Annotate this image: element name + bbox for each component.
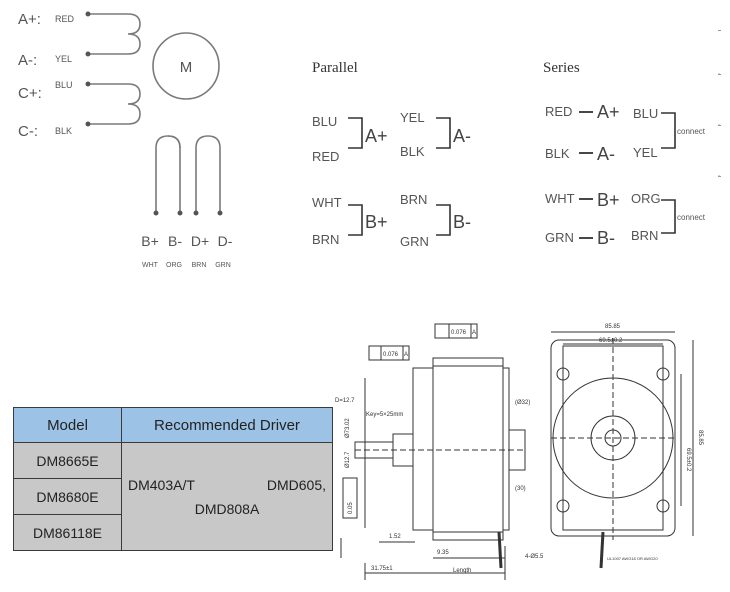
terminal-a-plus: A+: <box>18 11 41 28</box>
model-cell: DM8665E <box>13 442 122 479</box>
parallel-b-plus-label: B+ <box>365 212 388 232</box>
series-connect-a: connect <box>677 127 706 136</box>
series-row1-right: BLU <box>633 106 658 121</box>
wire-color-blu: BLU <box>55 80 73 90</box>
bottom-term-b-minus: B- <box>168 233 182 249</box>
series-row3-phase: B+ <box>597 190 620 210</box>
left-dim-12: Ø12.7 <box>345 451 351 468</box>
header-recommended-driver: Recommended Driver <box>121 407 333 443</box>
wire-color-red: RED <box>55 14 75 24</box>
series-row2-left: BLK <box>545 146 570 161</box>
dim-9-35: 9.35 <box>437 550 449 556</box>
dim-1-52: 1.52 <box>389 534 401 540</box>
series-row4-phase: B- <box>597 228 615 248</box>
key-size: Key=5×25mm <box>366 412 403 418</box>
series-row2-phase: A- <box>597 144 615 164</box>
side-dim: 69.5±0.2 <box>685 448 691 472</box>
bottom-color-org: ORG <box>166 262 182 269</box>
parallel-a-minus-top: YEL <box>400 110 425 125</box>
header-model: Model <box>13 407 122 443</box>
tol-ref: A <box>472 330 476 336</box>
parallel-b-minus-label: B- <box>453 212 471 232</box>
dim-30: (30) <box>515 486 526 492</box>
dim-32: (Ø32) <box>515 400 530 406</box>
wiring-diagram: M A+: A-: C+: C-: RED YEL BLU BLK B+ B- … <box>18 11 233 269</box>
terminal-a-minus: A-: <box>18 52 37 69</box>
series-row4-left: GRN <box>545 230 574 245</box>
parallel-b-minus-bottom: GRN <box>400 234 429 249</box>
parallel-a-plus-top: BLU <box>312 114 337 129</box>
top-dim: 85.85 <box>605 324 621 330</box>
series-row3-left: WHT <box>545 191 575 206</box>
parallel-a-plus-bottom: RED <box>312 149 339 164</box>
model-driver-table: Model Recommended Driver DM8665E DM403A/… <box>13 407 333 551</box>
holes-note: 4-Ø5.5 <box>525 554 544 560</box>
dim-31-75: 31.75±1 <box>371 566 393 572</box>
bottom-term-b-plus: B+ <box>141 233 159 249</box>
bottom-color-wht: WHT <box>142 262 159 269</box>
parallel-a-minus-bottom: BLK <box>400 144 425 159</box>
series-row2-right: YEL <box>633 145 658 160</box>
parallel-b-minus-top: BRN <box>400 192 427 207</box>
parallel-a-minus-label: A- <box>453 126 471 146</box>
inner-dim: 69.5±0.2 <box>599 338 623 344</box>
parallel-diagram: Parallel BLU RED A+ YEL BLK A- WHT BRN B… <box>312 60 471 249</box>
terminal-c-minus: C-: <box>18 123 38 140</box>
parallel-b-plus-top: WHT <box>312 195 342 210</box>
bottom-color-brn: BRN <box>192 262 207 269</box>
parallel-a-plus-label: A+ <box>365 126 388 146</box>
terminal-c-plus: C+: <box>18 85 42 102</box>
length-label: Length <box>453 568 471 574</box>
series-title: Series <box>543 60 580 76</box>
left-dim-73: Ø73.02 <box>345 418 351 438</box>
driver-dmd808a: DMD808A <box>194 500 260 517</box>
motor-label: M <box>180 59 193 76</box>
driver-dmd605: DMD605, <box>266 476 326 493</box>
series-row1-left: RED <box>545 104 572 119</box>
series-row4-right: BRN <box>631 228 658 243</box>
side-dim-2: 85.85 <box>697 430 703 446</box>
parallel-b-plus-bottom: BRN <box>312 232 339 247</box>
bottom-term-d-minus: D- <box>218 233 233 249</box>
model-cell: DM8680E <box>13 478 122 515</box>
model-cell: DM86118E <box>13 514 122 551</box>
bottom-term-d-plus: D+ <box>191 233 209 249</box>
edge-marks <box>718 30 721 230</box>
bottom-color-grn: GRN <box>215 262 231 269</box>
series-connect-b: connect <box>677 213 706 222</box>
series-diagram: Series RED A+ BLU BLK A- YEL WHT B+ ORG … <box>543 60 720 248</box>
series-row3-right: ORG <box>631 191 661 206</box>
tol-top-2: 0.076 <box>383 352 399 358</box>
tol-ref-2: A <box>404 352 408 358</box>
wire-note: UL1007 AWG18 OR AWG20 <box>607 556 658 561</box>
shaft-diameter: D=12.7 <box>335 398 355 404</box>
series-row1-phase: A+ <box>597 102 620 122</box>
parallel-title: Parallel <box>312 60 358 76</box>
tol-top: 0.076 <box>451 330 467 336</box>
mechanical-drawing: 0.076 A 0.076 A D=12.7 Key=5×25mm (Ø32) … <box>335 323 703 580</box>
left-dim-005: 0.05 <box>348 502 354 514</box>
driver-dm403a: DM403A/T <box>128 476 195 493</box>
wire-color-blk: BLK <box>55 126 72 136</box>
wire-color-yel: YEL <box>55 54 72 64</box>
driver-cell: DM403A/T DMD605, DMD808A <box>121 442 333 551</box>
